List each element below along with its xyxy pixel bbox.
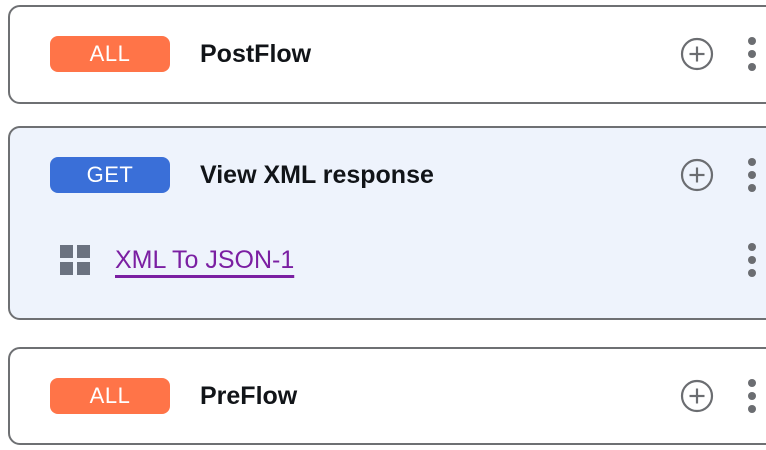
kebab-dot: [748, 256, 756, 264]
plus-circle-icon[interactable]: [680, 158, 714, 192]
method-badge-get: GET: [50, 157, 170, 193]
grid-square: [60, 262, 73, 275]
grid-square: [60, 245, 73, 258]
policy-row[interactable]: XML To JSON-1: [10, 229, 766, 291]
flow-header-row[interactable]: GET View XML response: [10, 139, 766, 211]
more-vertical-icon[interactable]: [737, 243, 766, 277]
kebab-dot: [748, 37, 756, 45]
flow-card-view-xml-response[interactable]: GET View XML response: [8, 126, 766, 320]
kebab-dot: [748, 379, 756, 387]
kebab-dot: [748, 63, 756, 71]
row-actions: [680, 139, 766, 211]
more-vertical-icon[interactable]: [737, 379, 766, 413]
row-actions: [737, 229, 766, 291]
more-vertical-icon[interactable]: [737, 37, 766, 71]
flow-title: PostFlow: [200, 39, 312, 68]
grid-squares-icon: [60, 245, 90, 275]
kebab-dot: [748, 243, 756, 251]
kebab-dot: [748, 158, 756, 166]
grid-square: [77, 245, 90, 258]
flow-card-preflow[interactable]: ALL PreFlow: [8, 347, 766, 445]
kebab-dot: [748, 405, 756, 413]
kebab-dot: [748, 171, 756, 179]
kebab-dot: [748, 50, 756, 58]
flow-title: View XML response: [200, 160, 434, 189]
plus-circle-icon[interactable]: [680, 379, 714, 413]
row-actions: [680, 18, 766, 90]
flow-header-row[interactable]: ALL PostFlow: [10, 18, 766, 90]
flow-card-postflow[interactable]: ALL PostFlow: [8, 5, 766, 104]
policy-link-xml-to-json-1[interactable]: XML To JSON-1: [115, 245, 295, 274]
row-actions: [680, 360, 766, 432]
plus-circle-icon[interactable]: [680, 37, 714, 71]
method-badge-all: ALL: [50, 378, 170, 414]
kebab-dot: [748, 269, 756, 277]
grid-square: [77, 262, 90, 275]
more-vertical-icon[interactable]: [737, 158, 766, 192]
flow-title: PreFlow: [200, 381, 298, 410]
method-badge-all: ALL: [50, 36, 170, 72]
kebab-dot: [748, 184, 756, 192]
kebab-dot: [748, 392, 756, 400]
flow-header-row[interactable]: ALL PreFlow: [10, 360, 766, 432]
